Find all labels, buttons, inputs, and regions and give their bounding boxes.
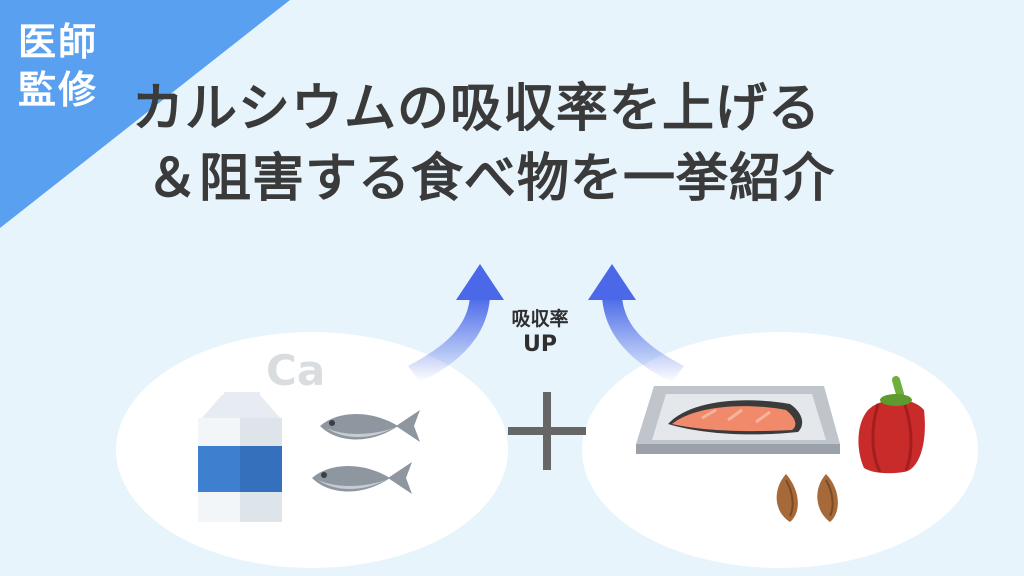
arrow-up-left-icon (408, 264, 504, 382)
milk-carton-icon (198, 392, 282, 522)
corner-accent (0, 0, 290, 228)
absorption-up-line-1: 吸収率 (511, 308, 569, 330)
headline: カルシウムの吸収率を上げる ＆阻害する食べ物を一挙紹介 (132, 74, 1012, 214)
supervision-badge: 医師 監修 (18, 18, 98, 114)
headline-line-2: ＆阻害する食べ物を一挙紹介 (146, 149, 836, 209)
absorption-up-label: 吸収率 UP (495, 306, 585, 358)
arrow-up-right-icon (588, 264, 684, 382)
almond-icon (776, 474, 798, 522)
badge-line-2: 監修 (18, 68, 99, 112)
fish-icon (320, 410, 420, 442)
red-bell-pepper-icon (858, 376, 925, 474)
absorption-up-line-2: UP (523, 332, 557, 357)
badge-line-1: 医師 (18, 20, 99, 64)
headline-line-1: カルシウムの吸収率を上げる (132, 79, 822, 139)
almond-icon (817, 474, 838, 522)
calcium-label: Ca (266, 346, 326, 395)
fish-icon (312, 462, 412, 494)
plus-icon (508, 392, 586, 470)
salmon-fillet-icon (636, 386, 840, 454)
